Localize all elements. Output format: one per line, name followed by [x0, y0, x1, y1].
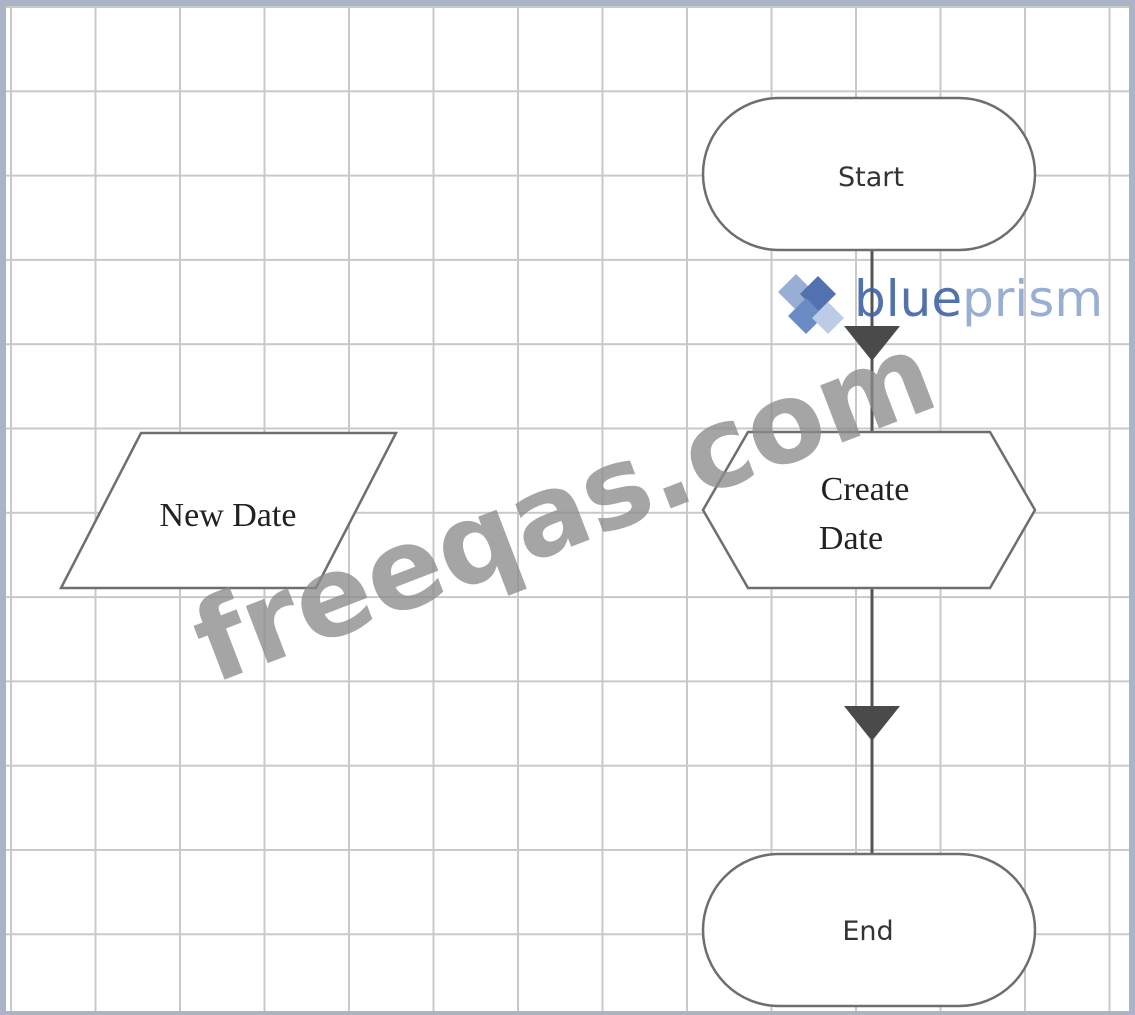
arrowhead-down-1 — [844, 326, 900, 361]
blueprism-watermark: blueprism — [778, 270, 1103, 334]
end-node[interactable]: End — [701, 852, 1037, 1008]
flowchart-diagram: Start Create Date End New Date — [58, 96, 1103, 1008]
arrowhead-down-2 — [844, 706, 900, 741]
start-label: Start — [838, 162, 904, 193]
create-date-node[interactable]: Create Date — [701, 430, 1037, 590]
end-label: End — [842, 916, 893, 947]
blueprism-logo-text: blueprism — [854, 270, 1103, 328]
create-date-label-line-1: Create — [821, 471, 910, 508]
blueprism-logo-icon — [778, 274, 844, 334]
create-date-label-line-2: Date — [819, 520, 883, 557]
start-node[interactable]: Start — [701, 96, 1037, 252]
new-date-node[interactable]: New Date — [58, 431, 399, 590]
new-date-label: New Date — [160, 497, 297, 534]
